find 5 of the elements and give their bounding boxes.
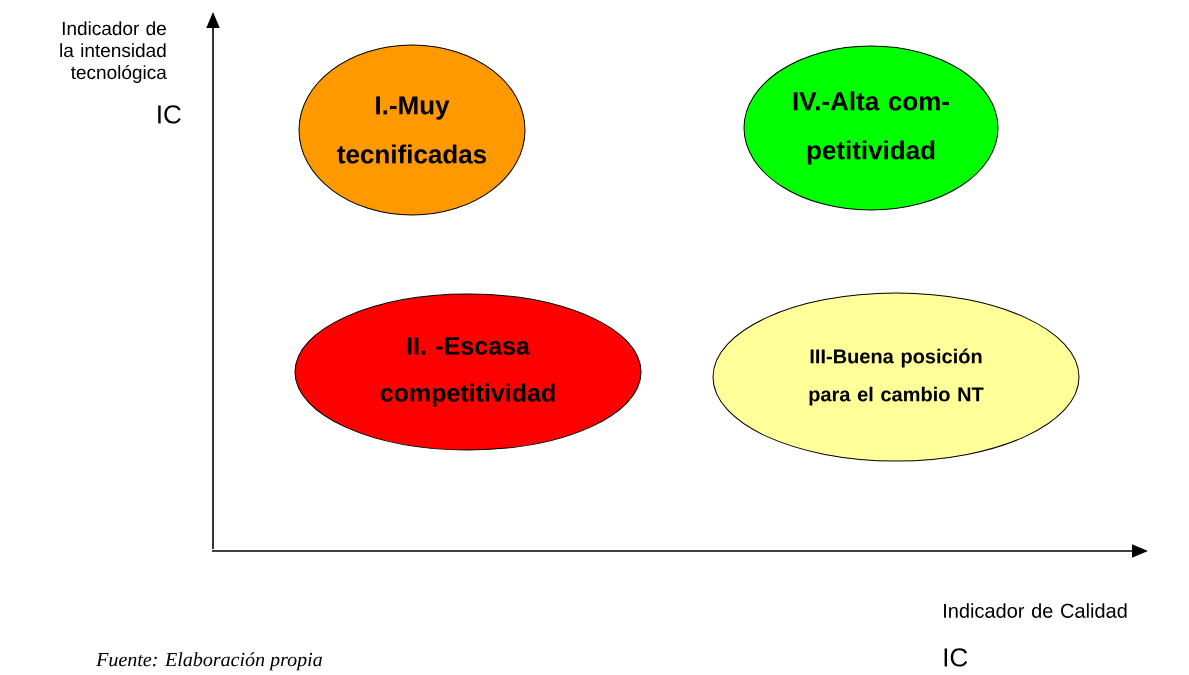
axis-label: IC <box>944 648 968 667</box>
axis-label: IC <box>158 105 181 124</box>
axis-label: Indicador de la intensidad tecnológica <box>60 21 167 83</box>
caption: Fuente: Elaboración propia <box>96 652 322 671</box>
axis-label: Indicador de Calidad <box>944 603 1127 618</box>
